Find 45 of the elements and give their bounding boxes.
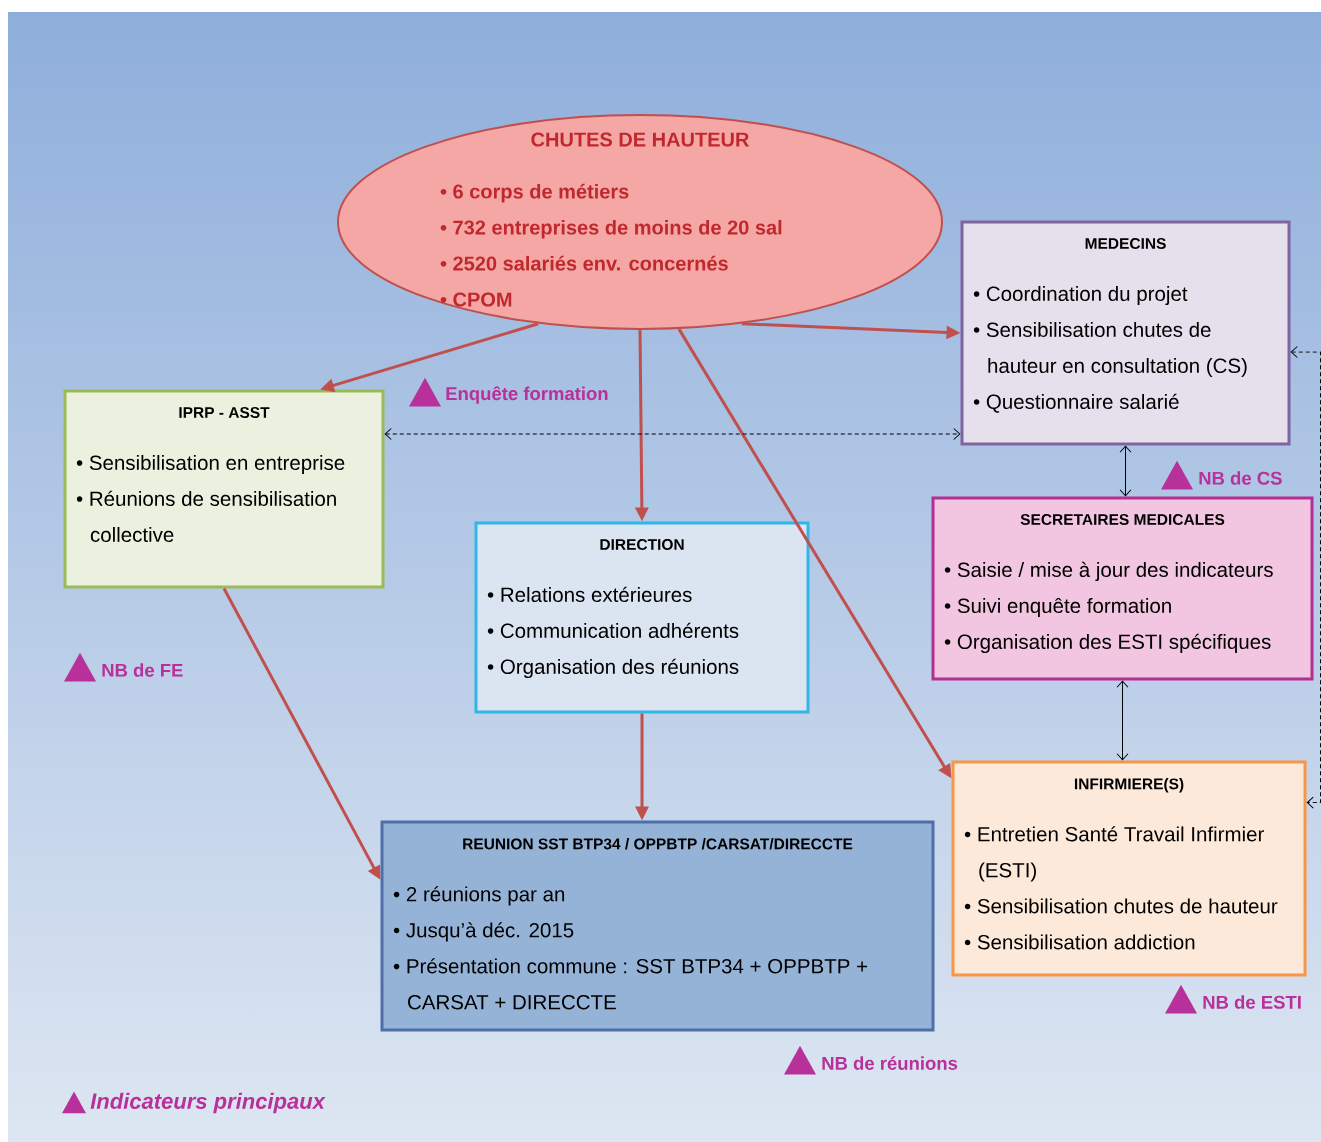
bullet-text: • Présentation commune : SST BTP34 + OPPBTP + CARSAT + DIRECCTE — [393, 958, 868, 1010]
dashed-arrow — [384, 428, 961, 440]
bullet-text: • Sensibilisation addiction — [964, 934, 1195, 950]
arrow — [1116, 680, 1129, 761]
bullet-text: • Organisation des ESTI spécifiques — [944, 633, 1271, 654]
indicator-label: NB de ESTI — [1203, 995, 1301, 1009]
indicator-label: NB de FE — [102, 663, 183, 677]
box-heading: DIRECTION — [600, 539, 684, 550]
bullet-text: • Entretien Santé Travail Infirmier (ESTI) — [964, 826, 1264, 882]
bullet-text: • 732 entreprises de moins de 20 sal — [440, 219, 782, 239]
bullet-text: • Relations extérieures — [487, 586, 692, 603]
box-heading: IPRP - ASST — [179, 407, 270, 418]
bullet-text: • Réunions de sensibilisation collective — [76, 490, 336, 543]
bullet-text: • CPOM — [440, 292, 512, 307]
bullet-text: • Questionnaire salarié — [973, 393, 1179, 413]
bullet-text: • Communication adhérents — [487, 622, 739, 639]
bullet-text: • Coordination du projet — [973, 285, 1188, 306]
role-box — [63, 389, 385, 589]
bullet-text: • Sensibilisation chutes de hauteur — [964, 898, 1278, 914]
indicator-label: NB de réunions — [822, 1056, 958, 1070]
role-box — [931, 496, 1314, 681]
box-heading: INFIRMIERE(S) — [1074, 778, 1184, 793]
box-heading: SECRETAIRES MEDICALES — [1020, 514, 1225, 525]
box-heading: MEDECINS — [1085, 238, 1166, 249]
bullet-text: • Jusqu’à déc. 2015 — [393, 922, 574, 942]
bullet-text: • 6 corps de métiers — [440, 183, 629, 203]
role-box — [474, 521, 810, 714]
role-box — [380, 820, 935, 1032]
role-box — [960, 220, 1291, 446]
indicator-label: NB de CS — [1199, 471, 1282, 485]
arrow — [1119, 445, 1132, 497]
bullet-text: • Saisie / mise à jour des indicateurs — [944, 561, 1273, 582]
legend-label: Indicateurs principaux — [90, 1092, 326, 1114]
bullet-text: • Sensibilisation en entreprise — [76, 454, 345, 475]
role-box — [951, 760, 1307, 977]
box-heading: REUNION SST BTP34 / OPPBTP /CARSAT/DIRECCTE — [463, 838, 853, 850]
bullet-text: • 2 réunions par an — [393, 886, 565, 906]
bullet-text: • 2520 salariés env. concernés — [440, 255, 728, 271]
bullet-text: • Suivi enquête formation — [944, 597, 1171, 618]
bullet-text: • Organisation des réunions — [487, 658, 739, 679]
indicator-label: Enquête formation — [446, 386, 608, 404]
dashed-arrow — [1290, 346, 1321, 809]
bullet-text: • Sensibilisation chutes de hauteur en consultation (CS) — [973, 321, 1247, 378]
ellipse-title: CHUTES DE HAUTEUR — [531, 132, 749, 147]
topic-ellipse — [337, 114, 943, 330]
